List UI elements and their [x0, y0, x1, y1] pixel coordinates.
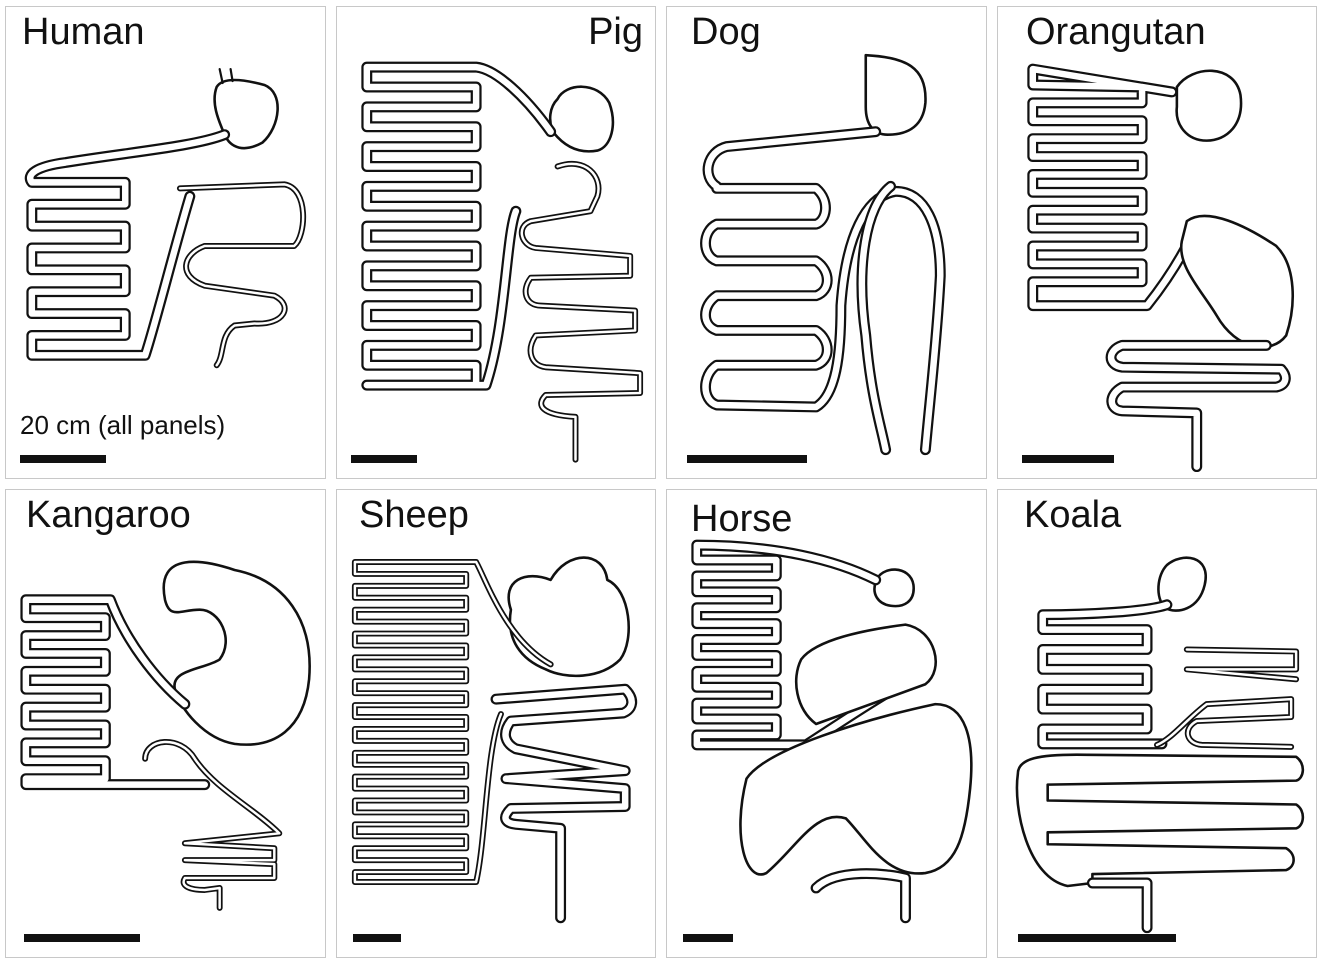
- colon-shape: [145, 742, 279, 908]
- panel-human: Human 20 cm (all panels): [5, 6, 326, 479]
- panel-label: Koala: [1024, 496, 1121, 534]
- scale-bar: [683, 934, 733, 942]
- stomach-shape: [1177, 71, 1241, 141]
- kangaroo-gut-drawing: [6, 490, 325, 957]
- human-gut-drawing: [6, 7, 325, 478]
- panel-label: Orangutan: [1026, 13, 1206, 51]
- scale-bar: [24, 934, 140, 942]
- panel-label: Human: [22, 13, 145, 51]
- colon-shape: [1181, 216, 1293, 347]
- panel-koala: Koala: [997, 489, 1317, 958]
- panel-label: Sheep: [359, 496, 469, 534]
- panel-sheep: Sheep: [336, 489, 656, 958]
- panel-label: Horse: [691, 500, 792, 538]
- panel-kangaroo: Kangaroo: [5, 489, 326, 958]
- stomach-shape: [550, 87, 613, 152]
- scale-bar: [20, 455, 106, 463]
- stomach-shape: [866, 55, 926, 135]
- panel-pig: Pig: [336, 6, 656, 479]
- stomach-shape: [164, 562, 310, 745]
- orangutan-gut-drawing: [998, 7, 1316, 478]
- sheep-gut-drawing: [337, 490, 655, 957]
- scale-bar: [1018, 934, 1176, 942]
- scale-note: 20 cm (all panels): [20, 412, 225, 438]
- scale-bar: [687, 455, 807, 463]
- panel-label: Dog: [691, 13, 761, 51]
- stomach-shape: [874, 570, 913, 607]
- scale-bar: [353, 934, 401, 942]
- dog-gut-drawing: [667, 7, 986, 478]
- panel-orangutan: Orangutan: [997, 6, 1317, 479]
- panel-label: Pig: [588, 13, 643, 51]
- koala-gut-drawing: [998, 490, 1316, 957]
- scale-bar: [1022, 455, 1114, 463]
- scale-bar: [351, 455, 417, 463]
- panel-label: Kangaroo: [26, 496, 191, 534]
- panel-horse: Horse: [666, 489, 987, 958]
- panel-dog: Dog: [666, 6, 987, 479]
- stomach-shape: [509, 558, 629, 676]
- horse-gut-drawing: [667, 490, 986, 957]
- pig-gut-drawing: [337, 7, 655, 478]
- colon-shape: [522, 164, 640, 460]
- cecum-shape: [1017, 755, 1303, 886]
- colon-shape: [180, 184, 303, 365]
- colon-shape: [1157, 649, 1296, 746]
